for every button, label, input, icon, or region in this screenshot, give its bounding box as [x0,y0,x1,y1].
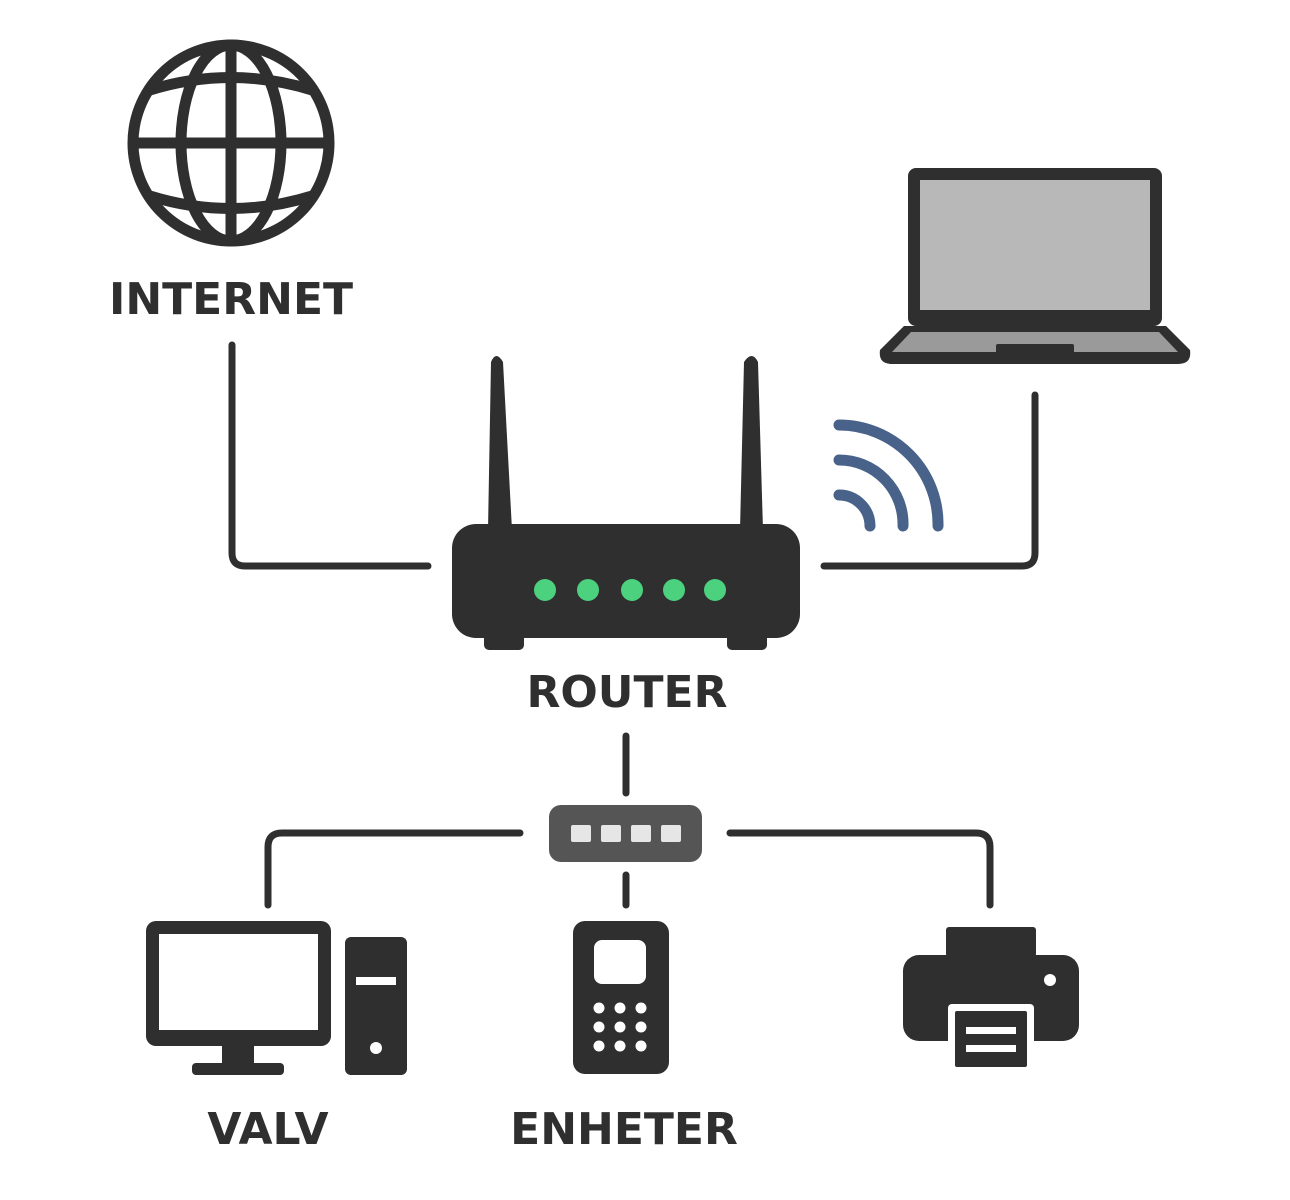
router-icon [452,356,800,650]
printer-icon [903,927,1079,1074]
line-router-laptop [820,391,1039,570]
valv-label: VALV [207,1104,328,1155]
line-switch-desktop [264,829,524,909]
internet-label: INTERNET [109,274,353,325]
desktop-computer-icon [146,921,407,1075]
line-switch-printer [726,829,994,909]
line-internet-router [228,341,432,570]
router-label: ROUTER [527,667,728,718]
globe-icon [127,39,335,247]
enheter-label: ENHETER [510,1104,738,1155]
phone-icon [573,921,669,1074]
wifi-signal-icon [833,419,944,532]
connection-lines [228,341,1039,909]
network-switch-icon [549,805,702,862]
laptop-icon [879,168,1191,364]
